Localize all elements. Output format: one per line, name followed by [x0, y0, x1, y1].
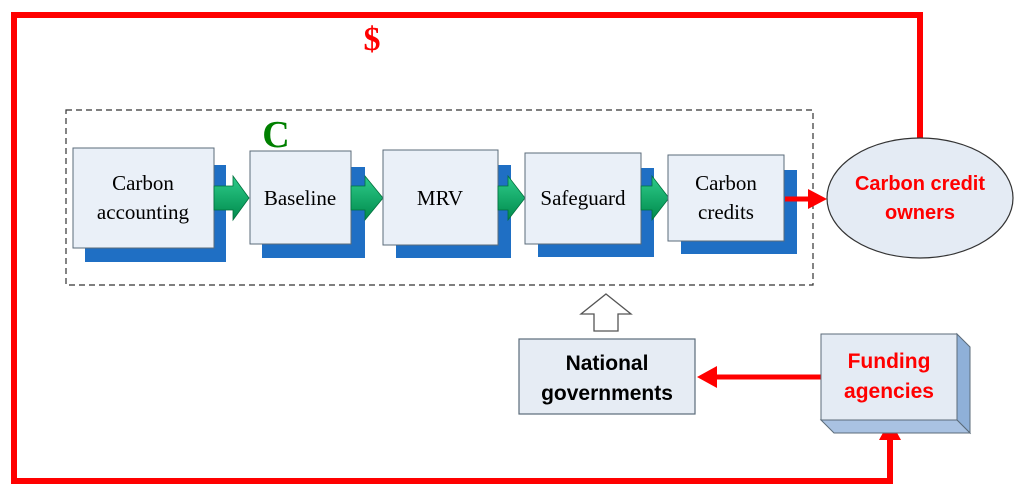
- box-side: [956, 332, 971, 435]
- step-arrow: [350, 174, 384, 222]
- currency-symbol: $: [364, 21, 381, 58]
- national-governments: National governments: [518, 338, 696, 415]
- step-carbon-accounting: Carbon accounting: [72, 147, 226, 262]
- governments-up-arrow: [579, 293, 633, 332]
- governments-label-line1: National: [566, 352, 649, 375]
- step-box: [249, 150, 352, 245]
- step-label-line1: MRV: [417, 186, 463, 210]
- step-baseline: Baseline: [249, 150, 365, 258]
- step-arrow: [640, 174, 670, 222]
- funding-agencies: Funding agencies: [819, 332, 972, 435]
- step-box: [524, 152, 642, 245]
- carbon-credit-owners: Carbon credit owners: [826, 137, 1014, 259]
- step-mrv: MRV: [382, 149, 511, 258]
- step-label-line1: Safeguard: [540, 186, 626, 210]
- funding-to-governments-arrowhead: [697, 366, 717, 388]
- governments-label-line2: governments: [541, 382, 673, 405]
- step-carbon-credits: Carbon credits: [667, 154, 797, 254]
- step-box: [72, 147, 215, 249]
- step-label-line1: Baseline: [264, 186, 336, 210]
- step-label-line2: credits: [698, 200, 754, 224]
- step-arrow: [213, 174, 250, 222]
- step-arrow: [497, 174, 526, 222]
- funding-label-line1: Funding: [848, 350, 931, 373]
- step-label-line1: Carbon: [112, 171, 174, 195]
- owners-label-line2: owners: [885, 202, 955, 224]
- step-safeguard: Safeguard: [524, 152, 654, 257]
- money-flow-loop: [11, 12, 923, 484]
- carbon-symbol: C: [262, 114, 289, 156]
- funding-label-line2: agencies: [844, 380, 934, 403]
- step-box: [667, 154, 785, 242]
- owners-label-line1: Carbon credit: [855, 173, 985, 195]
- box-bottom: [819, 419, 972, 434]
- credits-to-owners-arrowhead: [808, 189, 827, 209]
- step-label-line2: accounting: [97, 200, 190, 224]
- step-label-line1: Carbon: [695, 171, 757, 195]
